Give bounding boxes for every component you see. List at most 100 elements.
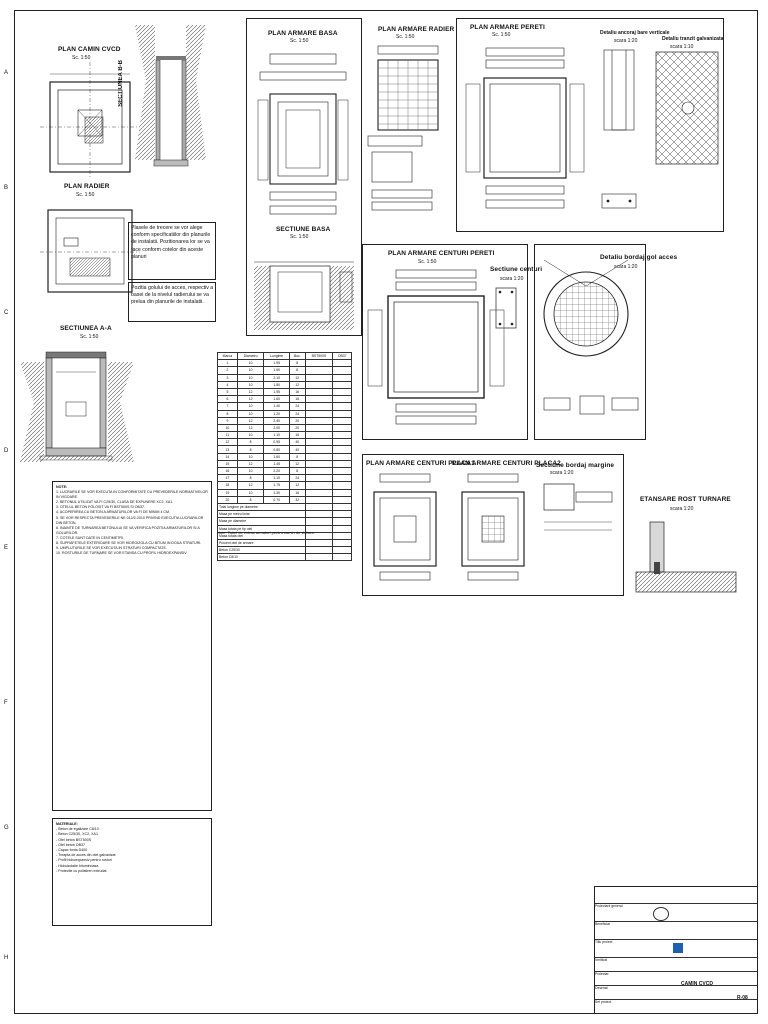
- table-cell: [304, 553, 334, 562]
- table-cell: [332, 438, 352, 447]
- title-block-row: Sef proiect: [595, 999, 757, 1004]
- table-summary-row: Beton C8/10: [217, 553, 352, 562]
- table-cell: 10: [217, 423, 238, 433]
- table-cell: 20: [288, 416, 306, 425]
- material-line: - Protectie cu polistiren extrudat: [56, 868, 107, 873]
- table-cell: [332, 366, 352, 375]
- margin-letter: F: [4, 700, 8, 706]
- table-cell: 8: [236, 438, 265, 447]
- title-block-row: Titlu proiect: [595, 939, 757, 944]
- table-cell: [332, 395, 352, 404]
- table-cell: 17: [217, 474, 238, 483]
- table-cell: 0.80: [263, 445, 290, 454]
- table-cell: 8: [217, 409, 238, 418]
- table-cell: 2.20: [263, 466, 290, 476]
- drawing-title: CAMIN CVCD: [681, 981, 713, 987]
- scale-label: Sc. 1:50: [72, 55, 91, 61]
- table-cell: 0.95: [263, 438, 290, 447]
- table-cell: 1.40: [263, 402, 290, 411]
- table-cell: [304, 474, 334, 483]
- table-cell: 12: [236, 459, 265, 469]
- material-line: - Treapta de acces din otel galvanizat: [56, 853, 116, 858]
- table-cell: [304, 538, 334, 548]
- table-summary-row: Total lungime pe diametre: [217, 502, 352, 512]
- table-cell: [304, 546, 334, 555]
- table-cell: [304, 373, 334, 382]
- table-cell: 11: [217, 431, 238, 440]
- note-line: 4. ACOPERIREA CU BETON A ARMATURILOR VA …: [56, 510, 171, 515]
- table-cell: [304, 359, 334, 368]
- material-line: - Otel beton OB37: [56, 842, 85, 847]
- table-cell: 40: [288, 445, 306, 454]
- table-cell: [332, 474, 352, 483]
- summary-label: Total lungime pe diametre: [217, 502, 306, 512]
- sectiunea-aa-drawing: [20, 351, 134, 462]
- sectiune-centuri-drawing: [495, 287, 517, 329]
- rebar-table: Marca Diametru Lungime Buc. BST500S OB37…: [217, 351, 352, 562]
- material-line: - Otel beton BST500S: [56, 837, 92, 842]
- table-cell: 18: [217, 481, 238, 490]
- table-cell: 1.30: [263, 488, 290, 497]
- table-cell: [332, 546, 352, 555]
- table-cell: 16: [217, 466, 238, 476]
- note-line: 3. OTELUL BETON FOLOSIT VA FI BST500S SI…: [56, 505, 145, 510]
- table-cell: [332, 423, 352, 433]
- note-line: 7. COTELE SUNT DATE IN CENTIMETRI.: [56, 535, 124, 540]
- summary-label: Masa pe diametre: [217, 517, 306, 526]
- panel-centuri-placa: [362, 454, 624, 596]
- table-cell: 10: [236, 380, 265, 389]
- panel-detaliu-bordaj: [534, 244, 646, 440]
- detaliu-bare-drawing: [601, 193, 637, 209]
- table-cell: [332, 495, 352, 504]
- table-cell: 2.40: [263, 416, 290, 425]
- table-cell: 14: [217, 452, 238, 461]
- table-cell: [304, 416, 334, 425]
- table-cell: [304, 438, 334, 447]
- table-cell: [304, 452, 334, 461]
- table-header: Marca: [217, 351, 238, 361]
- table-summary-row: Procent otel de armare: [217, 538, 352, 548]
- scale-label: scara 1:20: [614, 264, 638, 270]
- panel-armare-pereti: [456, 18, 724, 232]
- table-cell: 24: [288, 474, 306, 483]
- title-block-row: Proiectat: [595, 971, 757, 976]
- table-summary-row: Masa pe diametre: [217, 517, 352, 526]
- scale-label: Sc. 1:50: [290, 38, 309, 44]
- table-cell: 19: [217, 488, 238, 497]
- table-cell: [332, 387, 352, 397]
- summary-label: Masa pe metru liniar: [217, 510, 306, 519]
- table-cell: [332, 359, 352, 368]
- scale-label: Sc. 1:50: [396, 34, 415, 40]
- table-cell: 12: [288, 481, 306, 490]
- etansare-drawing: [635, 521, 737, 593]
- table-cell: [332, 510, 352, 519]
- table-cell: 1.60: [263, 366, 290, 375]
- material-line: - Beton C25/30, XC2, XA1: [56, 832, 98, 837]
- table-cell: [332, 431, 352, 440]
- table-cell: 16: [288, 395, 306, 404]
- title-plan-armare-radier: PLAN ARMARE RADIER: [378, 26, 455, 33]
- table-cell: 16: [288, 431, 306, 440]
- table-cell: 1.20: [263, 409, 290, 418]
- scale-label: scara 1:20: [614, 38, 638, 44]
- table-cell: [304, 517, 334, 526]
- title-plan-armare-basa: PLAN ARMARE BASA: [268, 30, 338, 37]
- plan-armare-pereti-drawing: [465, 47, 585, 209]
- title-sectiune-bordaj: Sectiune bordaj margine: [536, 462, 615, 469]
- table-cell: 20: [288, 423, 306, 433]
- flag-icon: [673, 943, 683, 953]
- table-cell: 10: [236, 402, 265, 411]
- table-cell: 8: [288, 466, 306, 476]
- margin-letter: A: [4, 70, 9, 76]
- material-line: - Hidroizolatie bituminoasa: [56, 863, 99, 868]
- title-sectiunea-bb: SECTIUNEA B-B: [118, 60, 124, 107]
